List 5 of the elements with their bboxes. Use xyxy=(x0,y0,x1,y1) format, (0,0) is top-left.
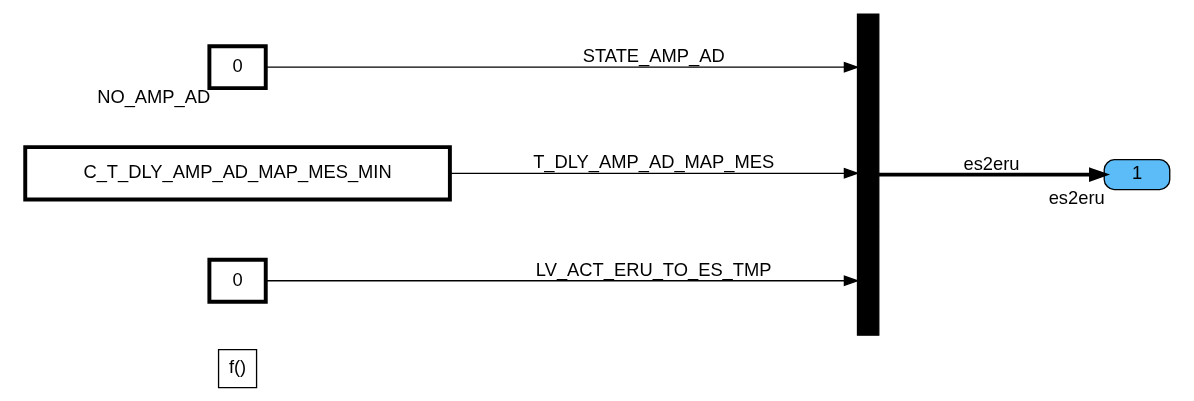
edge-label: LV_ACT_ERU_TO_ES_TMP xyxy=(535,258,772,280)
node-label: es2eru xyxy=(1048,187,1105,209)
edge-label: STATE_AMP_AD xyxy=(582,45,725,67)
edge-label: T_DLY_AMP_AD_MAP_MES xyxy=(532,151,774,173)
edge-label: es2eru xyxy=(962,152,1020,174)
